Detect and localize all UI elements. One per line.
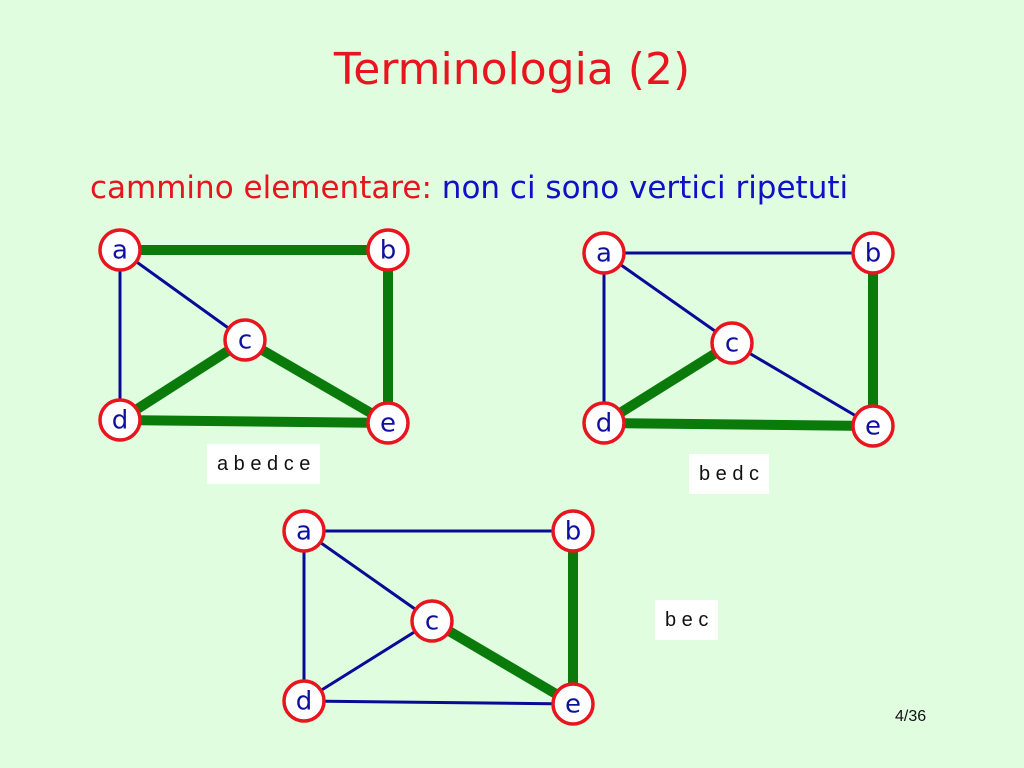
path-label-2: b e d c [689, 454, 770, 494]
edge-d-e [603, 418, 874, 431]
path-label-3: b e c [655, 600, 719, 640]
vertex-c: c [710, 321, 754, 365]
edge-c-e [429, 616, 576, 709]
vertex-label: c [725, 329, 739, 359]
edge-c-e [731, 341, 874, 428]
graph-2: a b c d e [582, 231, 895, 448]
edge-c-d [601, 338, 735, 428]
vertex-label: d [112, 406, 129, 436]
vertex-label: a [296, 517, 312, 547]
vertex-label: a [596, 239, 612, 269]
vertex-label: b [865, 239, 882, 269]
vertex-b: b [366, 228, 410, 272]
vertex-b: b [551, 509, 595, 553]
graph-3: a b c d e [282, 509, 595, 726]
vertex-e: e [366, 401, 410, 445]
vertex-label: e [865, 412, 881, 442]
vertex-d: d [282, 679, 326, 723]
vertex-label: c [425, 607, 439, 637]
vertex-c: c [223, 318, 267, 362]
vertex-a: a [282, 509, 326, 553]
vertex-a: a [582, 231, 626, 275]
edge-a-c [603, 251, 733, 345]
path-label-1: a b e d c e [207, 444, 321, 484]
slide-title: Terminologia (2) [333, 44, 691, 95]
edge-c-d [303, 619, 433, 703]
definition-line: cammino elementare: non ci sono vertici … [90, 166, 848, 210]
edge-c-e [242, 335, 391, 428]
vertex-label: a [112, 236, 128, 266]
graph-1: a b c d e [98, 228, 410, 445]
edge-a-c [119, 248, 246, 342]
vertex-label: c [238, 326, 252, 356]
vertex-label: e [565, 690, 581, 720]
term-definition: non ci sono vertici ripetuti [441, 170, 849, 206]
edge-a-c [303, 529, 433, 623]
page-number: 4/36 [895, 708, 927, 725]
term: cammino elementare: [90, 170, 432, 206]
vertex-label: b [565, 517, 582, 547]
vertex-d: d [98, 398, 142, 442]
vertex-a: a [98, 228, 142, 272]
vertex-b: b [851, 231, 895, 275]
vertex-label: e [380, 409, 396, 439]
vertex-c: c [410, 599, 454, 643]
edge-d-e [119, 415, 389, 428]
vertex-label: b [380, 236, 397, 266]
vertex-label: d [596, 409, 613, 439]
vertex-e: e [551, 682, 595, 726]
vertex-d: d [582, 401, 626, 445]
edge-c-d [117, 335, 248, 425]
vertex-label: d [296, 687, 313, 717]
vertex-e: e [851, 404, 895, 448]
edge-d-e [303, 699, 574, 706]
